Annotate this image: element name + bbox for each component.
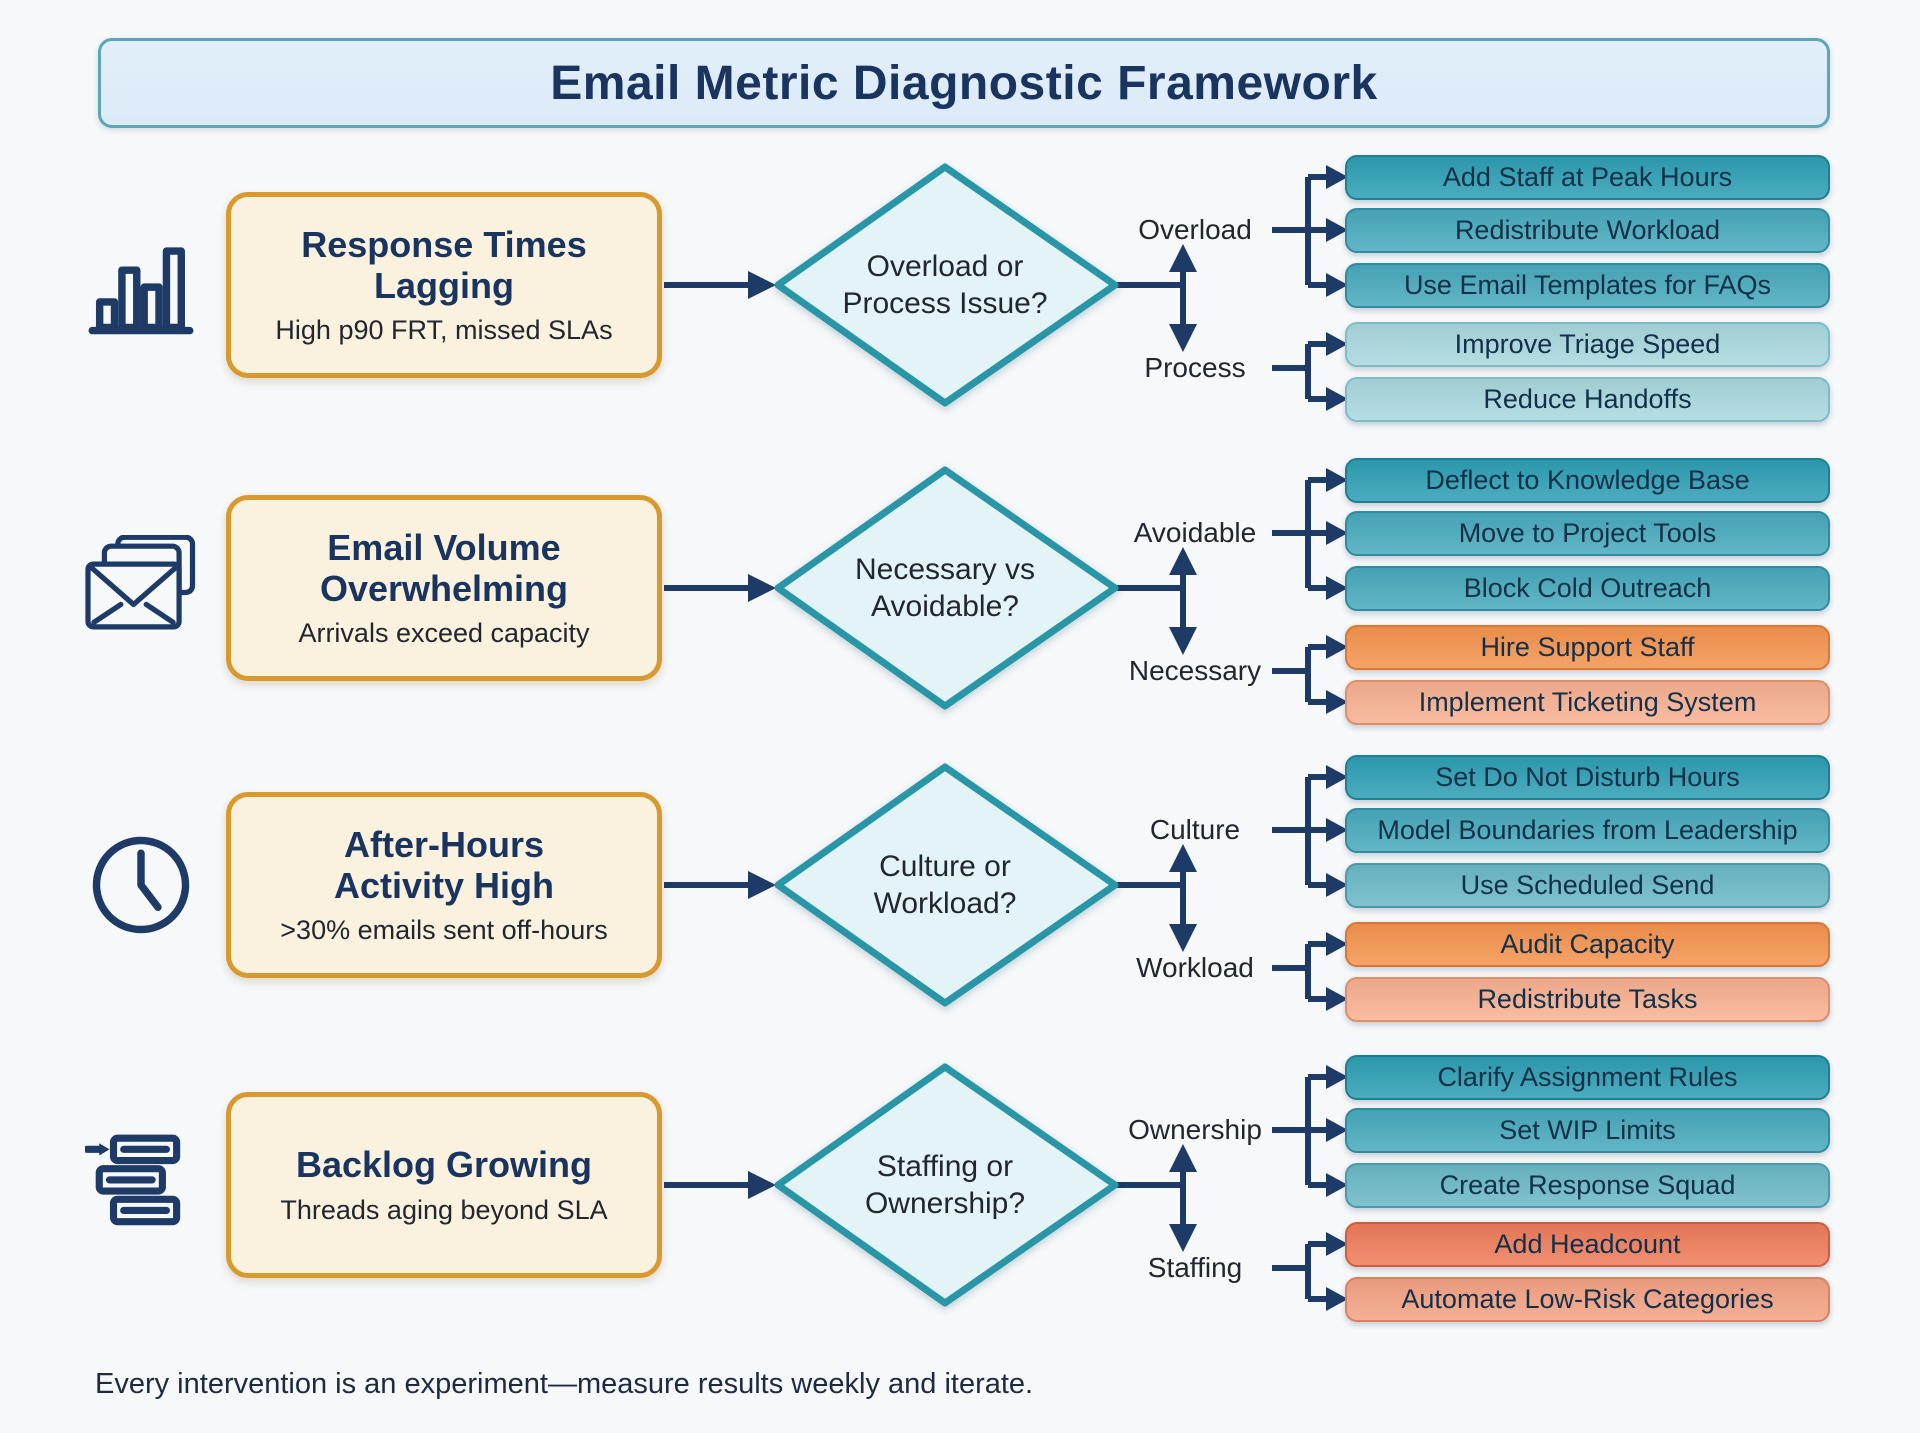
problem-box: After-Hours Activity High >30% emails se…	[226, 792, 662, 978]
problem-box: Email Volume Overwhelming Arrivals excee…	[226, 495, 662, 681]
row-icon	[85, 535, 197, 641]
action-bar: Implement Ticketing System	[1345, 680, 1830, 725]
decision-line-2: Workload?	[873, 887, 1017, 920]
diagnostic-row: Email Volume Overwhelming Arrivals excee…	[0, 443, 1920, 733]
decision-question: Overload or Process Issue?	[800, 225, 1090, 345]
diagnostic-row: Backlog Growing Threads aging beyond SLA…	[0, 1040, 1920, 1330]
title-banner: Email Metric Diagnostic Framework	[98, 38, 1830, 128]
problem-title: Response Times Lagging	[301, 223, 587, 306]
action-bar: Use Scheduled Send	[1345, 863, 1830, 908]
decision-line-1: Staffing or	[876, 1149, 1014, 1183]
problem-title: Backlog Growing	[295, 1144, 593, 1186]
row-connectors	[664, 468, 1348, 714]
action-bar: Automate Low-Risk Categories	[1345, 1277, 1830, 1322]
branch-label-top: Culture	[1149, 814, 1241, 845]
branch-label-top: Ownership	[1128, 1114, 1262, 1145]
decision-line-1: Necessary vs	[854, 552, 1036, 586]
action-bar: Hire Support Staff	[1345, 625, 1830, 670]
action-bar: Model Boundaries from Leadership	[1345, 808, 1830, 853]
action-bar: Set WIP Limits	[1345, 1108, 1830, 1153]
action-bar: Redistribute Workload	[1345, 208, 1830, 253]
row-connectors	[664, 1065, 1348, 1311]
decision-line-1: Culture or	[879, 849, 1011, 883]
branch-label-top: Overload	[1138, 214, 1252, 245]
page-title: Email Metric Diagnostic Framework	[550, 56, 1378, 110]
decision-line-2: Ownership?	[864, 1187, 1026, 1220]
decision-line-1: Overload or	[866, 249, 1024, 283]
problem-subtitle: >30% emails sent off-hours	[280, 915, 608, 946]
decision-question: Staffing or Ownership?	[800, 1125, 1090, 1245]
footer-note: Every intervention is an experiment—meas…	[95, 1368, 1034, 1400]
diagnostic-row: After-Hours Activity High >30% emails se…	[0, 740, 1920, 1030]
row-icon	[85, 832, 197, 938]
decision-diamond	[774, 466, 1119, 710]
action-bar: Reduce Handoffs	[1345, 377, 1830, 422]
problem-subtitle: High p90 FRT, missed SLAs	[275, 315, 613, 346]
bar-chart-icon	[88, 247, 194, 335]
problem-subtitle: Threads aging beyond SLA	[280, 1194, 608, 1225]
row-icon	[85, 1132, 197, 1238]
action-bar: Block Cold Outreach	[1345, 566, 1830, 611]
action-bar: Move to Project Tools	[1345, 511, 1830, 556]
action-bar: Add Staff at Peak Hours	[1345, 155, 1830, 200]
problem-subtitle: Arrivals exceed capacity	[298, 618, 590, 649]
backlog-icon	[85, 1134, 181, 1226]
decision-line-2: Avoidable?	[871, 590, 1019, 623]
problem-title: After-Hours Activity High	[333, 823, 555, 906]
action-bar: Improve Triage Speed	[1345, 322, 1830, 367]
branch-label-bottom: Staffing	[1147, 1252, 1243, 1283]
action-bar: Clarify Assignment Rules	[1345, 1055, 1830, 1100]
envelopes-icon	[85, 535, 196, 630]
row-connectors	[664, 165, 1348, 411]
decision-diamond	[774, 1063, 1119, 1307]
row-icon	[85, 232, 197, 338]
diagnostic-row: Response Times Lagging High p90 FRT, mis…	[0, 140, 1920, 430]
decision-diamond	[774, 763, 1119, 1007]
row-connectors	[664, 765, 1348, 1011]
problem-title: Email Volume Overwhelming	[319, 526, 569, 609]
decision-line-2: Process Issue?	[842, 287, 1048, 320]
problem-box: Response Times Lagging High p90 FRT, mis…	[226, 192, 662, 378]
action-bar: Redistribute Tasks	[1345, 977, 1830, 1022]
clock-icon	[92, 836, 190, 934]
action-bar: Set Do Not Disturb Hours	[1345, 755, 1830, 800]
branch-label-bottom: Workload	[1136, 952, 1254, 983]
action-bar: Use Email Templates for FAQs	[1345, 263, 1830, 308]
decision-diamond	[774, 163, 1119, 407]
branch-label-bottom: Process	[1144, 352, 1246, 383]
problem-box: Backlog Growing Threads aging beyond SLA	[226, 1092, 662, 1278]
branch-label-bottom: Necessary	[1128, 655, 1262, 686]
branch-label-top: Avoidable	[1133, 517, 1257, 548]
action-bar: Create Response Squad	[1345, 1163, 1830, 1208]
action-bar: Deflect to Knowledge Base	[1345, 458, 1830, 503]
action-bar: Add Headcount	[1345, 1222, 1830, 1267]
action-bar: Audit Capacity	[1345, 922, 1830, 967]
decision-question: Culture or Workload?	[800, 825, 1090, 945]
decision-question: Necessary vs Avoidable?	[800, 528, 1090, 648]
